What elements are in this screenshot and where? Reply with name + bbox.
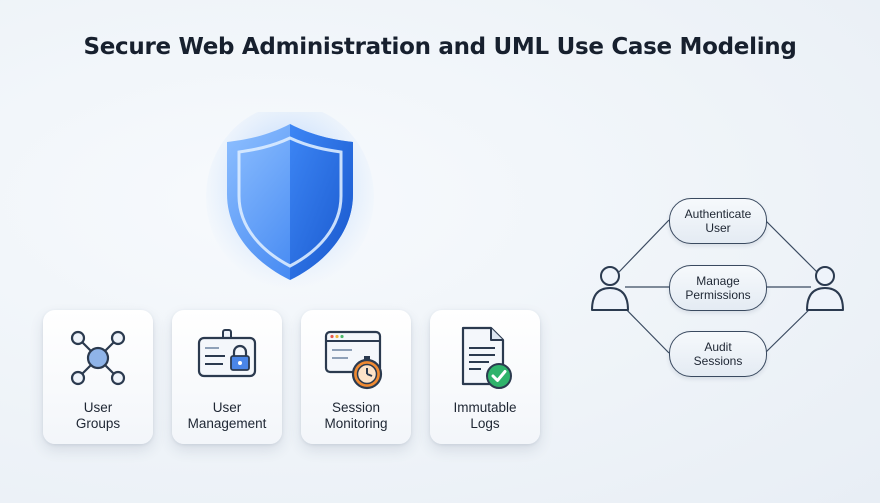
- immutable-logs-card[interactable]: Immutable Logs: [430, 310, 540, 444]
- card-label: User Management: [187, 400, 267, 431]
- use-case-audit-sessions[interactable]: Audit Sessions: [669, 331, 767, 377]
- card-label: Session Monitoring: [324, 400, 388, 431]
- document-check-icon: [461, 326, 512, 389]
- user-management-card[interactable]: User Management: [172, 310, 282, 444]
- browser-timer-icon: [324, 330, 383, 390]
- user-groups-card[interactable]: User Groups: [43, 310, 153, 444]
- actor-left-icon: [591, 266, 629, 311]
- uml-connectors: [591, 219, 844, 354]
- network-icon: [70, 330, 126, 386]
- shield-icon: [206, 112, 374, 289]
- id-badge-lock-icon: [197, 329, 257, 378]
- actor-right-icon: [806, 266, 844, 311]
- use-case-authenticate-user[interactable]: Authenticate User: [669, 198, 767, 244]
- uml-use-case-diagram: Authenticate User Manage Permissions Aud…: [585, 190, 855, 380]
- page-title: Secure Web Administration and UML Use Ca…: [83, 34, 797, 60]
- use-case-manage-permissions[interactable]: Manage Permissions: [669, 265, 767, 311]
- card-label: User Groups: [75, 400, 121, 431]
- session-monitoring-card[interactable]: Session Monitoring: [301, 310, 411, 444]
- card-label: Immutable Logs: [453, 400, 517, 431]
